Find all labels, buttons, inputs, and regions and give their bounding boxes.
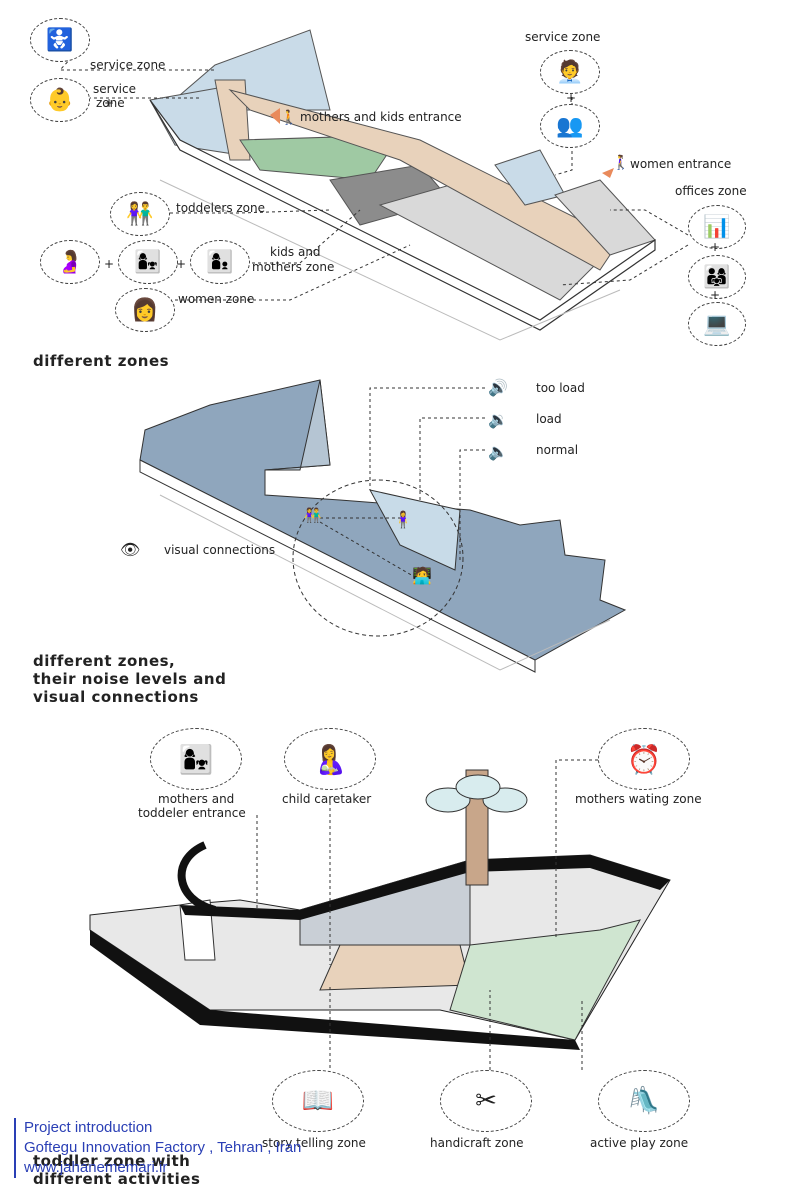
label-service-zone-2a: service [93, 82, 136, 96]
label-mothers-toddler-a: mothers and [158, 792, 235, 806]
stroller-icon: 👩‍👧 [118, 240, 178, 284]
caretaker-icon: 🤱 [284, 728, 376, 790]
plus-sign: + [710, 240, 721, 254]
entrance-marker [270, 108, 280, 124]
plus-sign: + [566, 91, 577, 105]
label-mothers-kids-entrance: mothers and kids entrance [300, 110, 462, 124]
section2-title-line2: their noise levels and [33, 670, 227, 688]
label-kids-mothers-a: kids and [270, 245, 321, 259]
section2-title: different zones, their noise levels and … [33, 652, 226, 706]
eye-icon: 👁 [120, 540, 141, 559]
office-presentation-icon: 📊 [688, 205, 746, 249]
label-women-entrance: women entrance [630, 157, 732, 171]
label-women-zone: women zone [178, 292, 255, 306]
label-mothers-waiting: mothers wating zone [575, 792, 702, 806]
conference-table-icon: 👨‍👩‍👧 [688, 255, 746, 299]
story-telling-icon: 📖 [272, 1070, 364, 1132]
pregnant-woman-icon: 🤰 [40, 240, 100, 284]
label-offices-zone: offices zone [675, 184, 747, 198]
toddler-zone-axonometric [89, 769, 671, 1050]
entrance-marker [602, 168, 614, 178]
label-child-caretaker: child caretaker [282, 792, 372, 806]
desk-worker-icon: 💻 [688, 302, 746, 346]
section3-title-line2: different activities [33, 1170, 201, 1188]
label-mothers-toddler-b: toddeler entrance [138, 806, 246, 820]
section3-title: toddler zone with different activities [33, 1152, 200, 1188]
women-entrance-person-icon: 🚶‍♀️ [612, 155, 630, 171]
office-worker-icon: 🧑‍💻 [412, 566, 432, 585]
label-visual-connections: visual connections [164, 543, 276, 557]
project-caption: Project introduction Goftegu Innovation … [14, 1118, 301, 1178]
toddlers-figure-icon: 👫 [304, 508, 322, 524]
noise-normal: normal [536, 443, 579, 457]
woman-figure-icon: 🧍‍♀️ [393, 510, 413, 529]
section2-title-line1: different zones, [33, 652, 176, 670]
project-line3[interactable]: www.jahanememari.ir [24, 1159, 168, 1176]
noise-axonometric [139, 379, 627, 673]
mother-child-icon: 👩‍👦 [190, 240, 250, 284]
toddlers-icon: 👫 [110, 192, 170, 236]
speaker-medium-icon: 🔉 [488, 410, 508, 429]
waiting-clock-icon: ⏰ [598, 728, 690, 790]
service-desk-icon: 🧑‍💼 [540, 50, 600, 94]
noise-loud: load [536, 412, 562, 426]
project-line1: Project introduction [24, 1119, 153, 1136]
mother-toddler-icon: 👩‍👧 [150, 728, 242, 790]
noise-too-loud: too load [536, 381, 585, 395]
project-line2: Goftegu Innovation Factory , Tehran , Ir… [24, 1139, 302, 1156]
section3-title-line1: toddler zone with [33, 1152, 191, 1170]
label-service-zone-2b: zone [96, 96, 125, 110]
plus-sign: + [104, 96, 115, 110]
label-handicraft: handicraft zone [430, 1136, 524, 1150]
plus-sign: + [176, 257, 187, 271]
baby-icon: 👶 [30, 78, 90, 122]
woman-icon: 👩 [115, 288, 175, 332]
entrance-person-icon: 🚶 [280, 110, 298, 126]
plus-sign: + [710, 288, 721, 302]
section2-title-line3: visual connections [33, 688, 199, 706]
label-active-play: active play zone [590, 1136, 689, 1150]
label-kids-mothers-b: mothers zone [252, 260, 335, 274]
label-service-zone: service zone [90, 58, 166, 72]
section1-title: different zones [33, 352, 170, 370]
service-changing-icon: 🚼 [30, 18, 90, 62]
meeting-icon: 👥 [540, 104, 600, 148]
label-service-zone-right: service zone [525, 30, 601, 44]
label-toddlers-zone: toddelers zone [176, 201, 266, 215]
speaker-low-icon: 🔈 [488, 442, 508, 461]
handicraft-icon: ✂ [440, 1070, 532, 1132]
slide-icon: 🛝 [598, 1070, 690, 1132]
label-story-telling: story telling zone [262, 1136, 366, 1150]
speaker-loud-icon: 🔊 [488, 378, 508, 397]
plus-sign: + [104, 257, 115, 271]
